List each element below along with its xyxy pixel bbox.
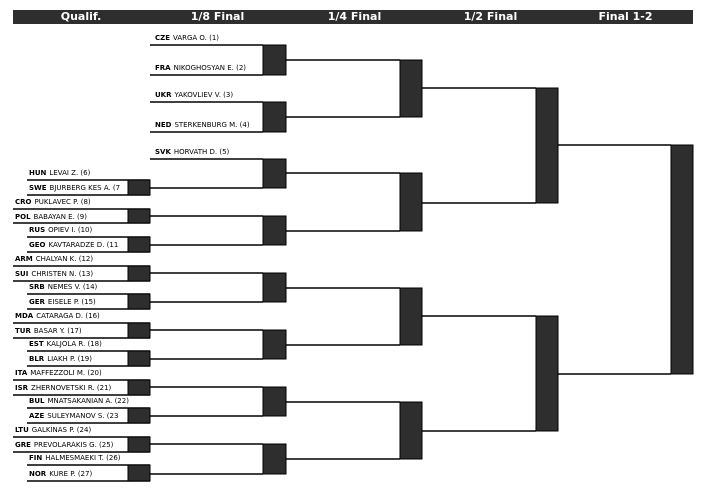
match-box bbox=[535, 315, 559, 432]
match-box bbox=[127, 350, 151, 367]
match-box bbox=[262, 44, 287, 76]
header-round16: 1/8 Final bbox=[149, 10, 286, 24]
match-box bbox=[262, 443, 287, 475]
header-final: Final 1-2 bbox=[558, 10, 693, 24]
match-box bbox=[127, 208, 151, 224]
match-box bbox=[127, 436, 151, 453]
header-qualif: Qualif. bbox=[13, 10, 149, 24]
match-box bbox=[262, 329, 287, 360]
match-box bbox=[127, 236, 151, 253]
match-box bbox=[127, 293, 151, 310]
match-box bbox=[670, 144, 694, 375]
match-box bbox=[127, 265, 151, 282]
match-box bbox=[127, 322, 151, 339]
match-box bbox=[262, 101, 287, 133]
match-box bbox=[127, 407, 151, 424]
match-box bbox=[399, 287, 423, 346]
match-box bbox=[262, 158, 287, 189]
match-box bbox=[127, 464, 151, 482]
match-box bbox=[535, 87, 559, 204]
header-semi: 1/2 Final bbox=[423, 10, 558, 24]
match-box bbox=[399, 59, 423, 118]
header-quarter: 1/4 Final bbox=[286, 10, 423, 24]
match-box bbox=[262, 272, 287, 303]
match-box bbox=[399, 172, 423, 232]
match-box bbox=[262, 215, 287, 246]
match-box bbox=[399, 401, 423, 460]
match-box bbox=[127, 179, 151, 196]
match-box bbox=[262, 386, 287, 417]
match-box bbox=[127, 379, 151, 396]
